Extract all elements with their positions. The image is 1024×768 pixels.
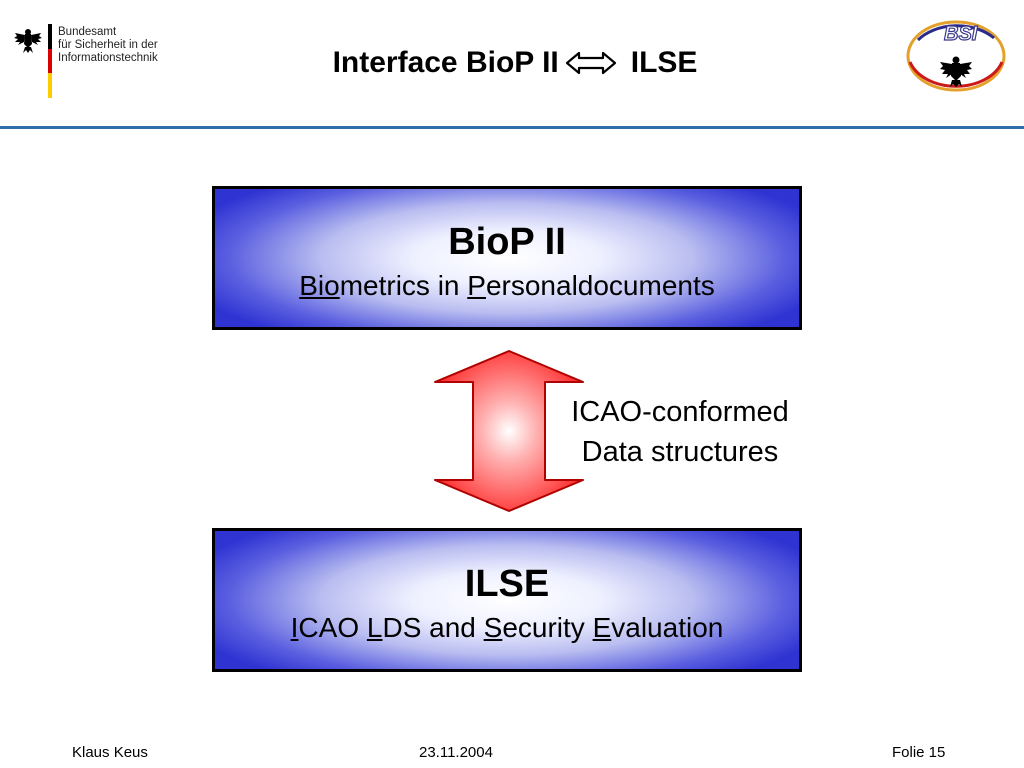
double-arrow-icon [565, 51, 616, 75]
bsi-logo: BSI [906, 20, 1006, 92]
organization-name: Bundesamt für Sicherheit in der Informat… [58, 26, 158, 64]
ilse-title: ILSE [464, 563, 550, 605]
bsi-logo-text: BSI [944, 23, 978, 45]
bsi-federal-logo: Bundesamt für Sicherheit in der Informat… [14, 24, 204, 102]
title-left: Interface BioP II [332, 46, 559, 79]
biop-subtitle: Biometrics in Personaldocuments [299, 270, 715, 301]
red-double-arrow [434, 350, 584, 512]
slide-title: Interface BioP II ILSE [230, 40, 800, 86]
title-right: ILSE [630, 46, 698, 79]
ilse-subtitle: ICAO LDS and Security Evaluation [290, 612, 724, 643]
footer-date: 23.11.2004 [419, 744, 493, 761]
footer-page-number: Folie 15 [892, 744, 946, 761]
biop-box: BioP II Biometrics in Personaldocuments [212, 186, 802, 330]
eagle-icon [940, 56, 972, 87]
german-flag-bar [48, 24, 52, 98]
federal-eagle-icon [14, 29, 42, 53]
arrow-label: ICAO-conformed Data structures [571, 396, 789, 468]
footer-author: Klaus Keus [72, 744, 148, 761]
biop-title: BioP II [448, 221, 566, 263]
ilse-box: ILSE ICAO LDS and Security Evaluation [212, 528, 802, 672]
header-divider [0, 126, 1024, 129]
